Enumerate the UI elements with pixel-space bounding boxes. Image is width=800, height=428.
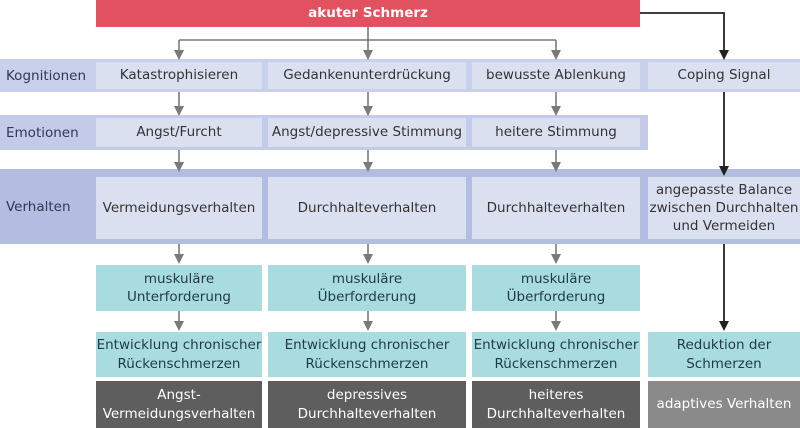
kognition-cell-2: Gedankenunterdrückung [268,62,466,89]
muskel-cell-1: muskuläre Unterforderung [96,265,262,311]
top-box: akuter Schmerz [96,0,640,27]
entwicklung-cell-2: Entwicklung chronischer Rückenschmerzen [268,332,466,377]
row-label-verhalten: Verhalten [6,198,71,215]
row-label-kognitionen: Kognitionen [6,67,87,84]
muskel-cell-2: muskuläre Überforderung [268,265,466,311]
verhalten-cell-2: Durchhalteverhalten [268,177,466,239]
kognition-cell-1: Katastrophisieren [96,62,262,89]
verhalten-cell-3: Durchhalteverhalten [472,177,640,239]
entwicklung-cell-1: Entwicklung chronischer Rückenschmerzen [96,332,262,377]
entwicklung-cell-4: Reduktion der Schmerzen [648,332,800,377]
ergebnis-cell-1: Angst-Vermeidungsverhalten [96,381,262,428]
grey-arrows [174,27,561,331]
emotion-cell-3: heitere Stimmung [472,118,640,147]
ergebnis-cell-3: heiteres Durchhalteverhalten [472,381,640,428]
entwicklung-cell-3: Entwicklung chronischer Rückenschmerzen [472,332,640,377]
muskel-cell-3: muskuläre Überforderung [472,265,640,311]
kognition-cell-3: bewusste Ablenkung [472,62,640,89]
emotion-cell-1: Angst/Furcht [96,118,262,147]
black-arrows [640,12,729,331]
row-label-emotionen: Emotionen [6,124,79,141]
ergebnis-cell-2: depressives Durchhalteverhalten [268,381,466,428]
emotion-cell-2: Angst/depressive Stimmung [268,118,466,147]
ergebnis-cell-4: adaptives Verhalten [648,381,800,428]
kognition-cell-4: Coping Signal [648,62,800,89]
verhalten-cell-1: Vermeidungsverhalten [96,177,262,239]
verhalten-cell-4: angepasste Balance zwischen Durchhalten … [648,177,800,239]
